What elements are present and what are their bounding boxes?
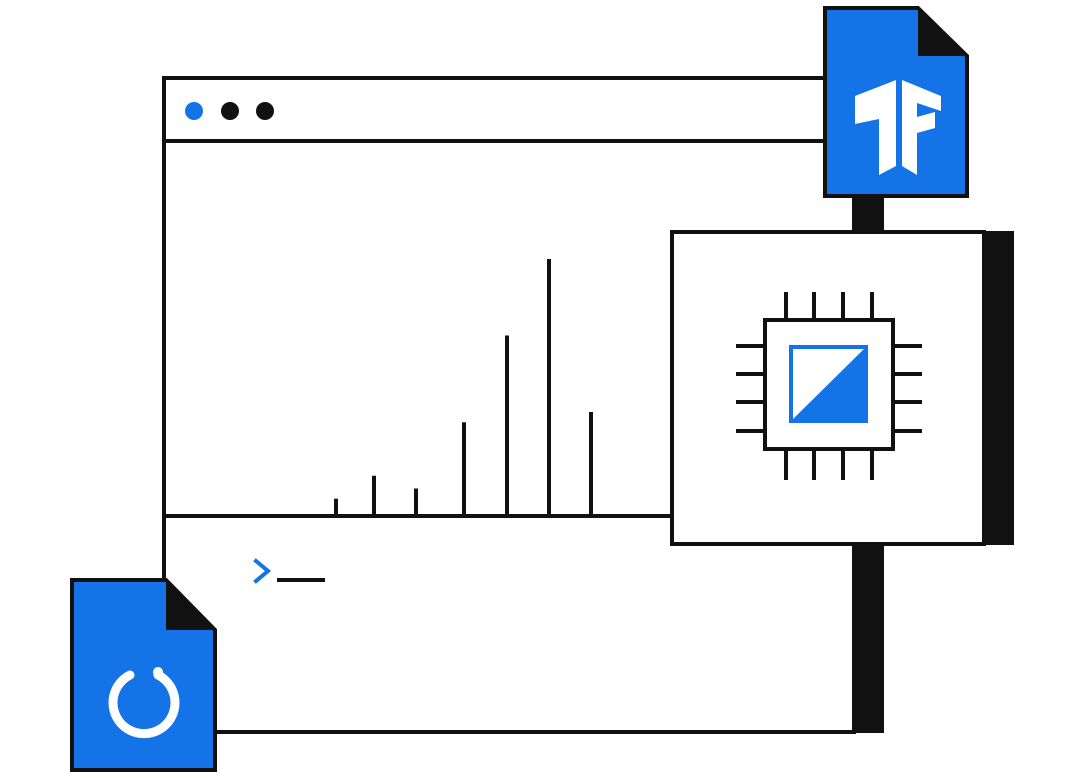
processor-card-frame: [670, 230, 986, 546]
processor-card: [670, 230, 1014, 546]
histogram: [334, 259, 593, 514]
pytorch-file[interactable]: [70, 578, 217, 772]
tensorflow-file[interactable]: [823, 6, 969, 198]
chevron-right-icon: [253, 558, 272, 584]
tensorflow-logo-icon: [855, 80, 941, 175]
window-control-dot-icon[interactable]: [185, 102, 203, 120]
terminal-prompt: [253, 558, 325, 584]
processor-card-shadow: [982, 231, 1014, 545]
file-corner-fold: [166, 580, 215, 630]
window-controls: [185, 102, 274, 120]
window-control-dot-icon[interactable]: [256, 102, 274, 120]
cpu-chip-icon: [736, 292, 922, 480]
chip-core-triangle: [791, 347, 866, 421]
window-control-dot-icon[interactable]: [221, 102, 239, 120]
file-corner-fold: [918, 8, 967, 56]
pytorch-logo-icon: [108, 667, 180, 739]
